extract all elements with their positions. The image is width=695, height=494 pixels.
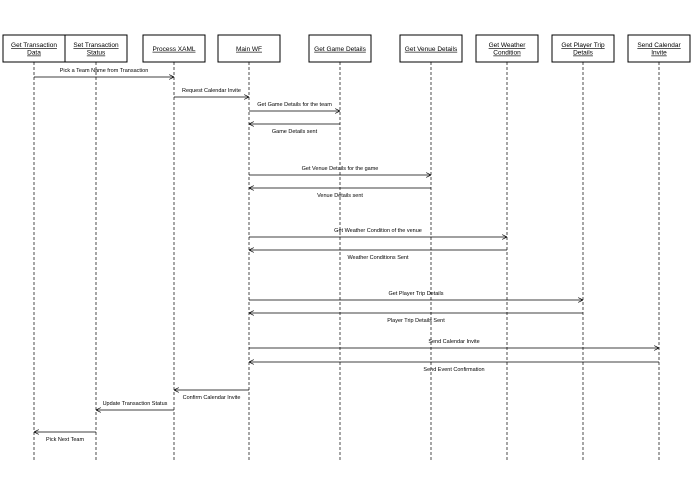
message-10: Player Trip Details Sent [249,313,583,324]
lifeline-label: Get Player Trip [561,42,605,49]
lifeline-box [2,34,66,63]
lifeline-label: Data [27,50,41,57]
message-13: Confirm Calendar Invite [174,390,249,401]
lifeline-px: Process XAML [142,34,206,460]
message-8: Weather Conditions Sent [249,250,507,261]
message-label: Game Details sent [272,129,318,135]
lifeline-box [217,34,281,63]
message-1: Pick a Team Name from Transaction [34,68,174,77]
lifeline-box [551,34,615,63]
message-2: Request Calendar Invite [174,88,249,97]
lifeline-ggd: Get Game Details [308,34,372,460]
message-label: Get Game Details for the team [257,102,332,108]
message-15: Pick Next Team [34,432,96,443]
message-label: Request Calendar Invite [182,88,241,94]
message-11: Send Calendar Invite [249,339,659,348]
lifeline-label: Invite [651,50,667,57]
message-label: Confirm Calendar Invite [183,395,241,401]
lifeline-box [142,34,206,63]
lifeline-label: Main WF [236,46,262,53]
lifeline-label: Set Transaction [73,42,119,49]
lifeline-label: Details [573,50,594,57]
lifeline-label: Get Venue Details [405,46,458,53]
lifeline-box [64,34,128,63]
lifeline-gvd: Get Venue Details [399,34,463,460]
lifeline-label: Process XAML [153,46,196,53]
message-label: Get Player Trip Details [388,291,443,297]
message-6: Venue Details sent [249,188,431,199]
lifeline-label: Send Calendar [637,42,681,49]
lifeline-label: Get Transaction [11,42,57,49]
lifeline-mwf: Main WF [217,34,281,460]
lifeline-box [399,34,463,63]
message-label: Send Calendar Invite [428,339,479,345]
lifeline-label: Get Weather [489,42,527,49]
message-label: Pick a Team Name from Transaction [60,68,149,74]
message-label: Pick Next Team [46,437,85,443]
message-label: Get Weather Condition of the venue [334,228,422,234]
message-label: Weather Conditions Sent [347,255,409,261]
message-label: Player Trip Details Sent [387,318,445,324]
lifeline-label: Condition [493,50,521,57]
messages: Pick a Team Name from TransactionRequest… [34,68,659,443]
message-7: Get Weather Condition of the venue [249,228,507,237]
message-label: Send Event Confirmation [423,367,484,373]
lifeline-label: Status [87,50,106,57]
message-5: Get Venue Details for the game [249,166,431,175]
message-4: Game Details sent [249,124,340,135]
message-3: Get Game Details for the team [249,102,340,111]
message-label: Get Venue Details for the game [302,166,379,172]
message-12: Send Event Confirmation [249,362,659,373]
message-9: Get Player Trip Details [249,291,583,300]
message-label: Update Transaction Status [103,401,168,407]
lifeline-label: Get Game Details [314,46,366,53]
message-label: Venue Details sent [317,193,363,199]
message-14: Update Transaction Status [96,401,174,410]
